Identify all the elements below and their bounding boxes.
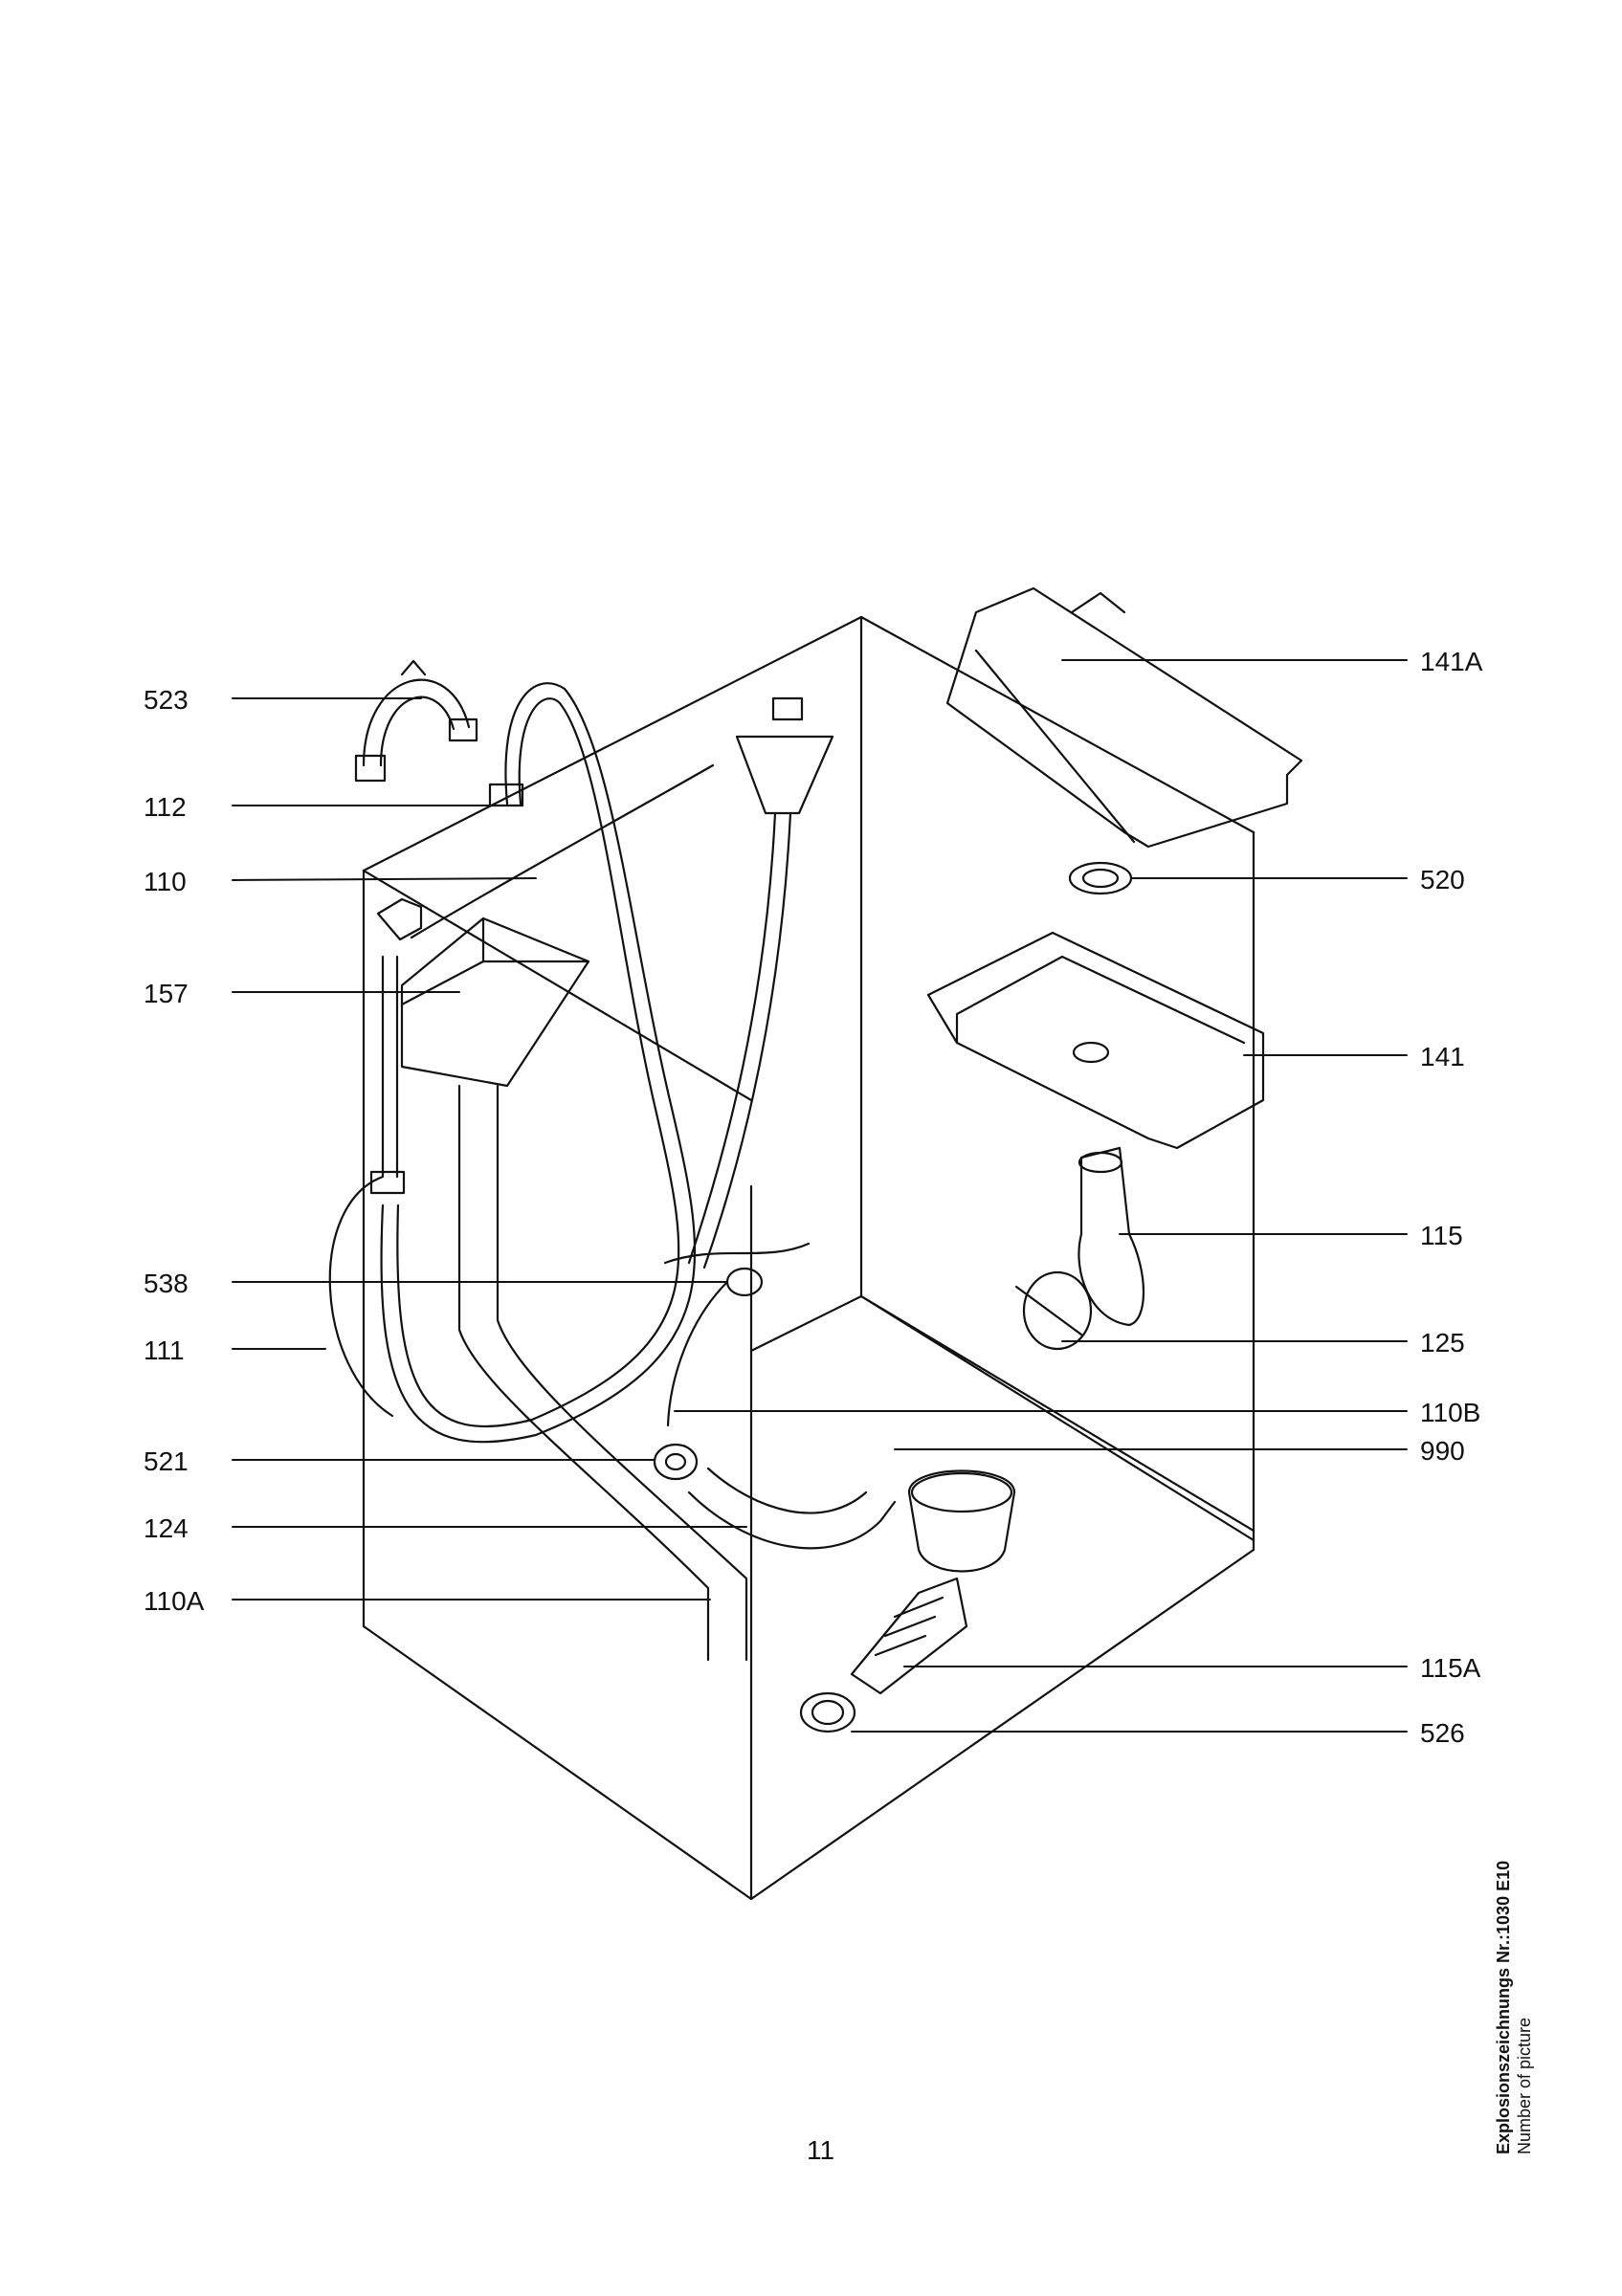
callout-526: 526: [1420, 1718, 1465, 1748]
cabinet-outline: [362, 615, 1255, 1901]
clamp-526: [799, 1691, 856, 1733]
dispenser-157: [376, 897, 590, 1088]
grommet-521: [653, 1443, 699, 1481]
grommet-538: [725, 1267, 764, 1297]
bracket-523: [354, 659, 478, 783]
callout-125: 125: [1420, 1328, 1465, 1358]
callout-110a: 110A: [144, 1586, 205, 1616]
page-number: 11: [807, 2135, 835, 2165]
pump-990: [907, 1469, 1016, 1573]
left-leader-lines: [232, 697, 747, 1601]
callout-110b: 110B: [1420, 1398, 1481, 1427]
drain-pipe-124: [457, 1084, 897, 1662]
tray-141: [926, 931, 1265, 1150]
callout-520: 520: [1420, 865, 1465, 894]
inlet-hose-112: [380, 682, 697, 1444]
connector-115: [1078, 1146, 1144, 1327]
callout-115: 115: [1420, 1221, 1463, 1250]
callout-990: 990: [1420, 1436, 1465, 1466]
cover-141a: [945, 586, 1303, 849]
callout-111: 111: [144, 1336, 185, 1365]
fill-valve: [687, 696, 834, 1269]
hose-111: [328, 955, 406, 1418]
callout-141a: 141A: [1420, 647, 1483, 676]
callout-110: 110: [144, 867, 187, 896]
callout-157: 157: [144, 979, 189, 1008]
tube-110: [410, 763, 811, 1427]
drawing-number-title: Explosionszeichnungs Nr.:1030 E10: [1494, 1860, 1513, 2154]
corrugated-hose-115a: [850, 1577, 968, 1695]
callout-112: 112: [144, 792, 187, 822]
drawing-number-caption: Explosionszeichnungs Nr.:1030 E10 Number…: [1493, 1861, 1535, 2154]
callout-124: 124: [144, 1513, 189, 1543]
right-leader-lines: [674, 659, 1408, 1733]
disc-125: [1014, 1270, 1093, 1351]
callout-538: 538: [144, 1269, 189, 1298]
drawing-number-subtitle: Number of picture: [1515, 2017, 1534, 2154]
ring-520: [1068, 861, 1133, 895]
callout-523: 523: [144, 685, 189, 715]
callout-115a: 115A: [1420, 1653, 1481, 1683]
callout-141: 141: [1420, 1042, 1465, 1071]
callout-521: 521: [144, 1446, 189, 1476]
